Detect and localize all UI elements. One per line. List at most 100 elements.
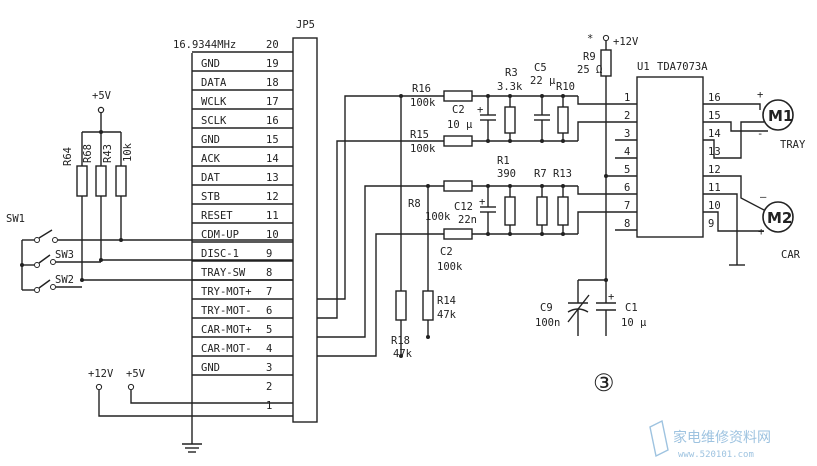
junction-dot — [561, 184, 565, 188]
resistor-r1 — [443, 180, 473, 192]
c2-value: 10 μ — [447, 119, 473, 131]
wire-pin1 — [98, 390, 293, 417]
resistor-r13 — [557, 196, 569, 226]
c9-arrow — [567, 294, 590, 323]
supply-12v-left: +12V — [88, 368, 114, 380]
sw3-contact — [50, 259, 56, 265]
jp5-pin-number: 2 — [266, 381, 272, 393]
ic-pin-number: 12 — [708, 164, 721, 176]
resistor-r15 — [443, 135, 473, 147]
jp5-pin-label: GND — [201, 134, 220, 146]
jp5-pin-number: 7 — [266, 286, 272, 298]
jp5-pin-number: 1 — [266, 400, 272, 412]
r7-name: R7 — [534, 168, 547, 180]
sw2-contact — [50, 284, 56, 290]
c12-value: 22n — [458, 214, 477, 226]
motor-outputs: M1 + - TRAY M2 – + CAR — [703, 89, 806, 266]
junction-dot — [486, 94, 490, 98]
ic-pin-number: 4 — [624, 146, 630, 158]
ic-pin-number: 16 — [708, 92, 721, 104]
pullup-wire-pin8 — [81, 196, 293, 281]
resistor-r43 — [115, 165, 127, 197]
r18-value: 47k — [393, 348, 413, 360]
wire-m1-feedback — [703, 121, 764, 159]
r14-value: 47k — [437, 309, 457, 321]
r16-value: 100k — [410, 97, 436, 109]
junction-dot — [99, 258, 103, 262]
jp5-pin-label: CAR-MOT- — [201, 343, 252, 355]
c12-name: C12 — [454, 201, 473, 213]
jp5-pin-4: CAR-MOT-4 — [192, 343, 293, 357]
ic-part-number: TDA7073A — [657, 61, 708, 73]
c6-value: 100k — [437, 261, 463, 273]
jp5-pin-label: TRY-MOT- — [201, 305, 252, 317]
jp5-pin-2: 2 — [266, 381, 272, 393]
jp5-pin-number: 8 — [266, 267, 272, 279]
jp5-pin-number: 20 — [266, 39, 279, 51]
r3-value: 3.3k — [497, 81, 523, 93]
r8-name: R8 — [408, 198, 421, 210]
jp5-pin-label: TRAY-SW — [201, 267, 246, 279]
c1-name: C1 — [625, 302, 638, 314]
junction-dot — [508, 94, 512, 98]
ic-pin-number: 2 — [624, 110, 630, 122]
junction-dot — [80, 278, 84, 282]
jp5-pin-number: 18 — [266, 77, 279, 89]
jp5-pin-label: CDM-UP — [201, 229, 239, 241]
jp5-pin-label: 16.9344MHz — [173, 39, 236, 51]
jp5-body — [292, 37, 318, 423]
ic-pin-number: 14 — [708, 128, 721, 140]
c9-value: 100n — [535, 317, 560, 329]
jp5-pin-label: STB — [201, 191, 220, 203]
motor-m1-label: M1 — [768, 107, 793, 125]
jp5-pin-number: 11 — [266, 210, 279, 222]
wire-ic-pin1 — [577, 96, 637, 105]
r16-name: R16 — [412, 83, 431, 95]
sw2-blade — [38, 279, 51, 289]
junction-dot — [508, 184, 512, 188]
motor-m2-label: M2 — [767, 209, 792, 227]
sw1-blade — [38, 229, 53, 239]
jp5-pin-label: GND — [201, 58, 220, 70]
r8-value: 100k — [425, 211, 451, 223]
ic-pin-number: 7 — [624, 200, 630, 212]
terminal-12v — [95, 383, 103, 391]
resistor-r14 — [422, 290, 434, 321]
ic-pin-number: 6 — [624, 182, 630, 194]
junction-dot — [486, 184, 490, 188]
wire-trymot-minus — [317, 140, 444, 319]
terminal-5v — [127, 383, 135, 391]
jp5-label: JP5 — [296, 19, 315, 31]
motor-m2-function: CAR — [781, 249, 801, 261]
wire-m2-minus — [703, 175, 765, 211]
switches: SW1 SW3 SW2 — [6, 213, 121, 293]
pullup-supply-label: +5V — [92, 90, 112, 102]
wire-ic-pin6 — [577, 186, 637, 195]
junction-dot — [426, 335, 430, 339]
c9-name: C9 — [540, 302, 553, 314]
wire-m2-plus — [703, 211, 764, 232]
resistor-r9 — [600, 49, 612, 77]
sw3-label: SW3 — [55, 249, 74, 261]
resistor-r16 — [443, 90, 473, 102]
junction-dot — [426, 184, 430, 188]
junction-dot — [508, 139, 512, 143]
resistor-r3 — [504, 106, 516, 134]
capacitor-c6-body — [443, 228, 473, 240]
jp5-pin-number: 12 — [266, 191, 279, 203]
r9-value: 25 Ω — [577, 64, 602, 76]
c1-value: 10 μ — [621, 317, 647, 329]
watermark-cn: 家电维修资料网 — [673, 429, 771, 446]
r3-name: R3 — [505, 67, 518, 79]
resistor-r64 — [76, 165, 88, 197]
sw2-label: SW2 — [55, 274, 74, 286]
resistor-r7 — [536, 196, 548, 226]
